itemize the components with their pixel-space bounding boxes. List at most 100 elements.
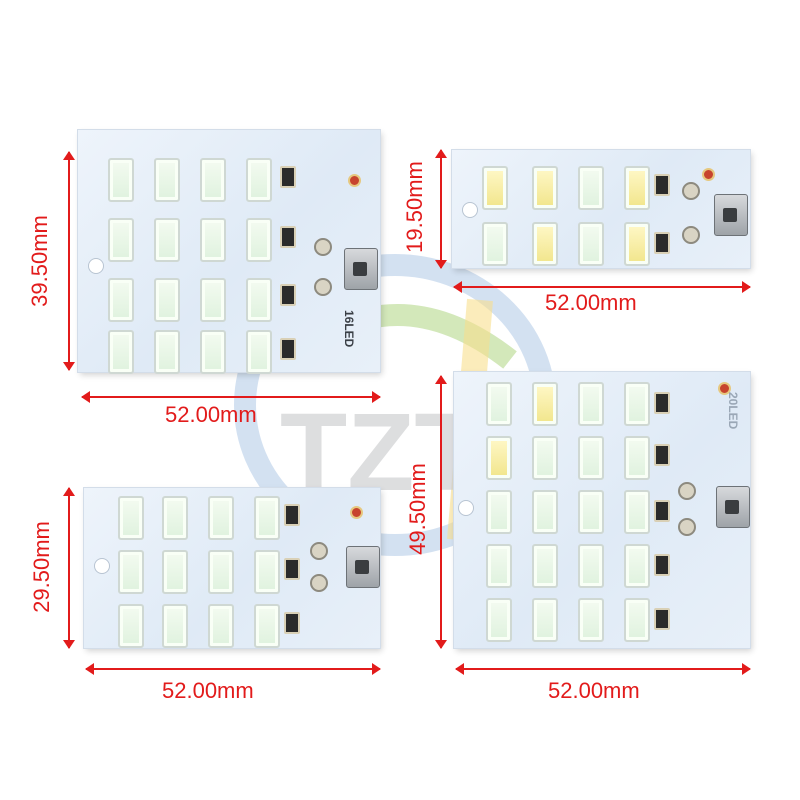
led-chip <box>486 598 512 642</box>
width-dimension-arrow <box>455 663 751 675</box>
led-chip <box>108 278 134 322</box>
height-dimension-label: 29.50mm <box>29 521 54 613</box>
led-chip <box>200 278 226 322</box>
width-dimension-label: 52.00mm <box>165 402 257 427</box>
solder-pad <box>310 574 328 592</box>
led-board-20: 20LED <box>454 372 750 648</box>
resistor <box>280 166 296 188</box>
height-dimension-arrow <box>63 151 75 371</box>
height-dimension-arrow <box>435 149 447 269</box>
solder-pad <box>314 278 332 296</box>
led-chip <box>162 604 188 648</box>
led-chip <box>154 330 180 374</box>
width-dimension-arrow <box>453 281 751 293</box>
led-chip <box>486 544 512 588</box>
led-chip <box>154 218 180 262</box>
led-chip <box>162 550 188 594</box>
led-chip <box>208 604 234 648</box>
width-dimension-label: 52.00mm <box>162 678 254 703</box>
fiducial-mark <box>702 168 715 181</box>
micro-usb-connector <box>714 194 748 236</box>
pcb-model-label: 16LED <box>342 310 356 348</box>
led-chip <box>624 490 650 534</box>
led-chip <box>578 166 604 210</box>
height-dimension-label: 49.50mm <box>405 463 430 555</box>
led-chip <box>200 218 226 262</box>
led-chip <box>108 330 134 374</box>
led-chip <box>578 222 604 266</box>
led-chip <box>108 158 134 202</box>
led-chip <box>532 166 558 210</box>
solder-pad <box>678 482 696 500</box>
led-chip <box>118 604 144 648</box>
solder-pad <box>682 182 700 200</box>
led-chip <box>118 496 144 540</box>
led-chip <box>532 490 558 534</box>
height-dimension-arrow <box>63 487 75 649</box>
pcb-model-label: 20LED <box>726 392 740 430</box>
resistor <box>280 338 296 360</box>
led-board-8 <box>452 150 750 268</box>
resistor <box>654 608 670 630</box>
led-chip <box>154 158 180 202</box>
resistor <box>654 392 670 414</box>
led-chip <box>578 598 604 642</box>
led-chip <box>486 490 512 534</box>
led-chip <box>246 218 272 262</box>
led-chip <box>254 604 280 648</box>
led-chip <box>246 330 272 374</box>
height-dimension-arrow <box>435 375 447 649</box>
resistor <box>280 226 296 248</box>
solder-pad <box>682 226 700 244</box>
led-chip <box>532 222 558 266</box>
led-chip <box>254 550 280 594</box>
led-chip <box>208 550 234 594</box>
led-chip <box>254 496 280 540</box>
led-chip <box>246 278 272 322</box>
micro-usb-connector <box>344 248 378 290</box>
led-chip <box>624 598 650 642</box>
resistor <box>284 504 300 526</box>
resistor <box>654 232 670 254</box>
resistor <box>654 554 670 576</box>
resistor <box>654 174 670 196</box>
led-chip <box>578 382 604 426</box>
led-chip <box>624 382 650 426</box>
led-board-12 <box>84 488 380 648</box>
led-board-16: 16LED <box>78 130 380 374</box>
solder-pad <box>314 238 332 256</box>
led-chip <box>154 278 180 322</box>
led-chip <box>578 490 604 534</box>
led-chip <box>532 544 558 588</box>
led-chip <box>482 222 508 266</box>
resistor <box>284 558 300 580</box>
resistor <box>280 284 296 306</box>
led-chip <box>624 544 650 588</box>
led-chip <box>486 436 512 480</box>
micro-usb-connector <box>716 486 750 528</box>
width-dimension-arrow <box>85 663 381 675</box>
height-dimension-label: 39.50mm <box>27 215 52 307</box>
mounting-hole <box>458 500 474 516</box>
led-chip <box>200 330 226 374</box>
led-chip <box>246 158 272 202</box>
led-chip <box>200 158 226 202</box>
resistor <box>284 612 300 634</box>
led-chip <box>578 436 604 480</box>
led-chip <box>532 382 558 426</box>
resistor <box>654 444 670 466</box>
resistor <box>654 500 670 522</box>
width-dimension-label: 52.00mm <box>545 290 637 315</box>
led-chip <box>486 382 512 426</box>
led-chip <box>624 166 650 210</box>
led-chip <box>482 166 508 210</box>
led-chip <box>624 436 650 480</box>
solder-pad <box>678 518 696 536</box>
micro-usb-connector <box>346 546 380 588</box>
led-chip <box>108 218 134 262</box>
mounting-hole <box>88 258 104 274</box>
led-chip <box>532 598 558 642</box>
solder-pad <box>310 542 328 560</box>
width-dimension-label: 52.00mm <box>548 678 640 703</box>
mounting-hole <box>462 202 478 218</box>
